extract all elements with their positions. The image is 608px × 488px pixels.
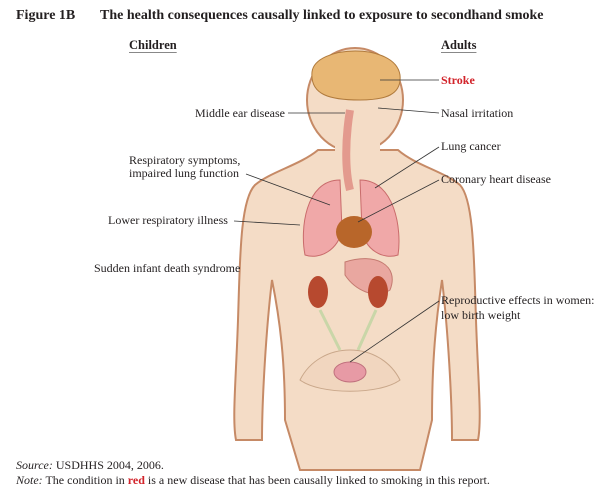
adults-heading: Adults [441,38,477,52]
heart [336,216,372,248]
label-coronary-heart-disease: Coronary heart disease [441,172,551,186]
brain [311,50,401,101]
figure-title: The health consequences causally linked … [100,8,544,23]
label-middle-ear-disease: Middle ear disease [195,106,285,120]
children-heading: Children [129,38,177,52]
label-lower-respiratory-illness: Lower respiratory illness [108,213,228,227]
label-respiratory-symptoms: Respiratory symptoms, [129,153,241,167]
leader-lines [233,79,440,363]
label-sids: Sudden infant death syndrome [94,261,241,275]
airway [342,109,354,191]
kidney-left [368,276,388,308]
uterus [333,361,367,383]
label-reproductive-effects: Reproductive effects in women: [441,293,595,307]
source-line: Source: USDHHS 2004, 2006. [16,458,164,472]
kidney-right [308,276,328,308]
label-lung-cancer: Lung cancer [441,139,501,153]
label-low-birth-weight: low birth weight [441,308,521,322]
figure-number: Figure 1B [16,8,76,23]
organs [299,50,401,392]
label-nasal-irritation: Nasal irritation [441,106,514,120]
label-impaired-lung-function: impaired lung function [129,166,239,180]
note-line: Note: The condition in red is a new dise… [16,473,490,487]
label-stroke: Stroke [441,73,475,87]
